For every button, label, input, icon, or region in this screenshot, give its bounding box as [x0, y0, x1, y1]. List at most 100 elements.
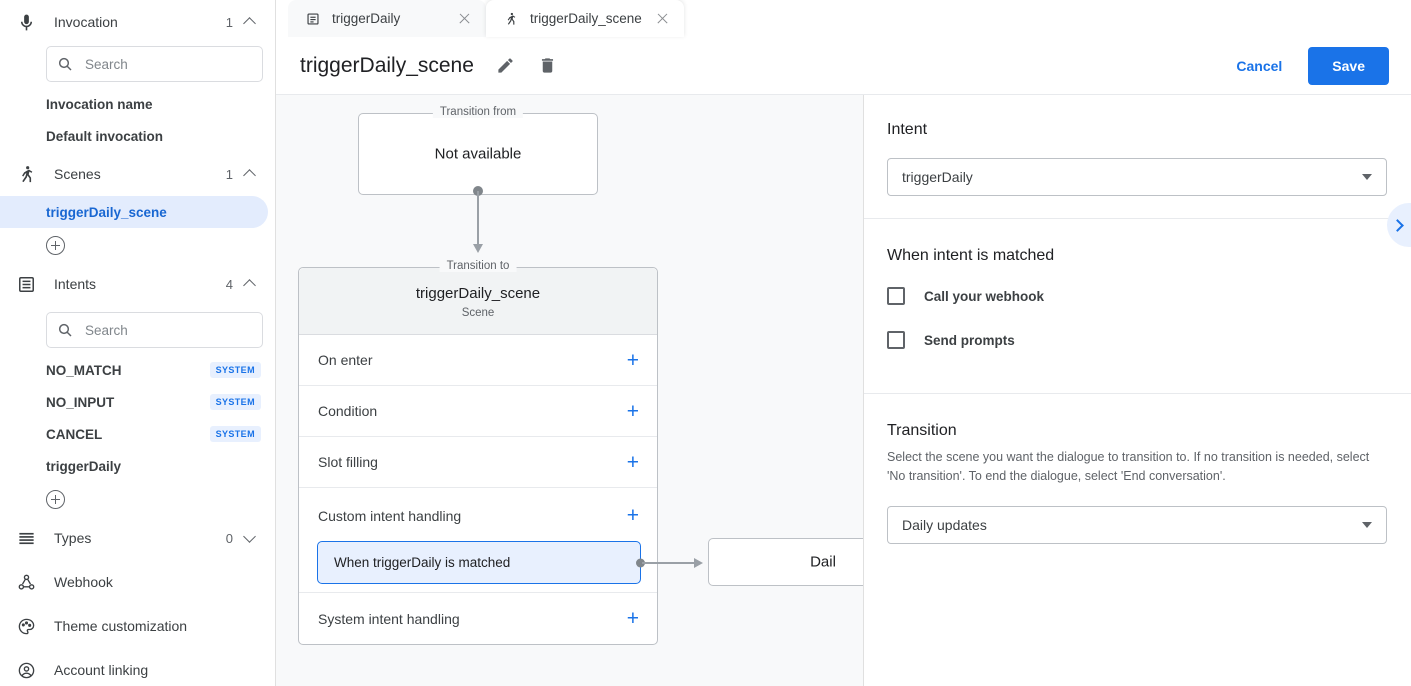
sidebar-section-label: Intents	[54, 276, 97, 292]
sidebar-item-label: NO_INPUT	[46, 394, 115, 410]
sidebar-item-triggerdaily[interactable]: triggerDaily	[0, 450, 275, 482]
trash-icon[interactable]	[538, 56, 558, 76]
scene-row-custom-intent-handling[interactable]: Custom intent handling +	[299, 490, 657, 541]
scene-node-title: triggerDaily_scene	[415, 285, 541, 302]
scene-row-system-intent-handling[interactable]: System intent handling +	[299, 593, 657, 644]
transition-section: Transition Select the scene you want the…	[864, 394, 1411, 566]
add-slot-filling-button[interactable]: +	[626, 450, 639, 474]
flow-arrow-right	[642, 558, 705, 568]
sidebar-item-webhook[interactable]: Webhook	[0, 560, 275, 604]
add-system-intent-button[interactable]: +	[626, 607, 639, 630]
sidebar-item-label: triggerDaily_scene	[46, 204, 167, 220]
left-sidebar: Invocation 1 Invocation name Default inv…	[0, 0, 276, 686]
sidebar-section-scenes[interactable]: Scenes 1	[0, 152, 275, 196]
checkbox-box[interactable]	[887, 331, 905, 349]
add-intent-button[interactable]	[0, 482, 275, 516]
sidebar-section-invocation[interactable]: Invocation 1	[0, 0, 275, 44]
search-icon	[57, 322, 74, 339]
sidebar-section-count: 0	[225, 530, 233, 546]
chevron-up-icon[interactable]	[243, 277, 257, 291]
sidebar-item-label: NO_MATCH	[46, 362, 122, 378]
when-intent-matched-section: When intent is matched Call your webhook…	[864, 219, 1411, 394]
custom-intent-handling-group: Custom intent handling + When triggerDai…	[299, 488, 657, 593]
chevron-down-icon	[1362, 174, 1372, 180]
arrow-head-icon	[694, 558, 703, 568]
checkbox-label: Send prompts	[924, 332, 1015, 348]
add-custom-intent-button[interactable]: +	[626, 504, 639, 527]
checkbox-send-prompts[interactable]: Send prompts	[887, 323, 1387, 357]
scene-node-header: triggerDaily_scene Scene	[299, 268, 657, 335]
sidebar-item-account-linking[interactable]: Account linking	[0, 648, 275, 686]
sidebar-section-types[interactable]: Types 0	[0, 516, 275, 560]
scene-canvas[interactable]: Transition from Not available Transition…	[276, 95, 863, 686]
body-split: Transition from Not available Transition…	[276, 95, 1411, 686]
microphone-icon	[14, 10, 38, 34]
scene-row-slot-filling[interactable]: Slot filling +	[299, 437, 657, 488]
chevron-down-icon	[1362, 522, 1372, 528]
add-scene-button[interactable]	[0, 228, 275, 262]
main-area: triggerDaily triggerDaily_scene triggerD…	[276, 0, 1411, 686]
sidebar-section-label: Types	[54, 530, 92, 546]
sidebar-item-triggerdaily-scene[interactable]: triggerDaily_scene	[0, 196, 268, 228]
invocation-search[interactable]	[46, 46, 263, 82]
sidebar-section-count: 4	[225, 276, 233, 292]
intent-section-title: Intent	[887, 121, 928, 138]
intent-select[interactable]: triggerDaily	[887, 158, 1387, 196]
arrow-head-icon	[473, 244, 483, 253]
when-intent-matched-title: When intent is matched	[887, 247, 1055, 264]
sidebar-item-label: Default invocation	[46, 128, 164, 144]
sidebar-item-cancel[interactable]: CANCEL SYSTEM	[0, 418, 275, 450]
connector-line	[477, 191, 479, 247]
transition-target-node[interactable]: Tr Dail	[708, 538, 863, 586]
transition-select[interactable]: Daily updates	[887, 506, 1387, 544]
page-title: triggerDaily_scene	[300, 53, 474, 77]
transition-from-node[interactable]: Transition from Not available	[358, 106, 598, 195]
checkbox-box[interactable]	[887, 287, 905, 305]
close-icon[interactable]	[655, 11, 670, 26]
chevron-down-icon[interactable]	[243, 531, 257, 545]
scene-row-label: System intent handling	[318, 610, 460, 627]
sidebar-item-theme-customization[interactable]: Theme customization	[0, 604, 275, 648]
close-icon[interactable]	[457, 11, 472, 26]
scene-row-label: On enter	[318, 352, 373, 368]
intent-handler-item[interactable]: When triggerDaily is matched	[317, 541, 645, 584]
transition-section-title: Transition	[887, 422, 957, 439]
sidebar-section-count: 1	[225, 166, 233, 182]
scene-row-condition[interactable]: Condition +	[299, 386, 657, 437]
chevron-up-icon[interactable]	[243, 167, 257, 181]
intent-section: Intent triggerDaily	[864, 95, 1411, 219]
add-condition-button[interactable]: +	[626, 399, 639, 423]
intent-icon	[304, 10, 321, 27]
sidebar-item-no-input[interactable]: NO_INPUT SYSTEM	[0, 386, 275, 418]
types-lines-icon	[14, 526, 38, 550]
sidebar-section-intents[interactable]: Intents 4	[0, 262, 275, 306]
intents-search[interactable]	[46, 312, 263, 348]
save-button[interactable]: Save	[1308, 46, 1389, 85]
intents-search-input[interactable]	[85, 322, 252, 338]
intent-select-value: triggerDaily	[902, 169, 973, 185]
scene-row-label: Custom intent handling	[318, 507, 462, 524]
sidebar-item-label: Webhook	[54, 574, 113, 590]
sidebar-item-no-match[interactable]: NO_MATCH SYSTEM	[0, 354, 275, 386]
page-header: triggerDaily_scene Cancel Save	[276, 37, 1411, 95]
sidebar-item-label: Account linking	[54, 662, 149, 678]
flow-arrow-down	[473, 186, 483, 255]
checkbox-call-your-webhook[interactable]: Call your webhook	[887, 279, 1387, 313]
chevron-up-icon[interactable]	[243, 15, 257, 29]
connector-dot	[636, 558, 645, 567]
palette-icon	[14, 614, 38, 638]
sidebar-item-label: Invocation name	[46, 96, 153, 112]
tab-triggerdaily[interactable]: triggerDaily	[288, 0, 486, 37]
sidebar-item-invocation-name[interactable]: Invocation name	[0, 88, 275, 120]
scene-node: Transition to triggerDaily_scene Scene O…	[298, 260, 658, 645]
scene-row-on-enter[interactable]: On enter +	[299, 335, 657, 386]
intent-handler-label: When triggerDaily is matched	[334, 555, 511, 570]
invocation-search-input[interactable]	[85, 56, 252, 72]
tab-label: triggerDaily	[332, 11, 401, 26]
cancel-button[interactable]: Cancel	[1224, 49, 1294, 83]
plus-circle-icon	[46, 489, 65, 509]
add-on-enter-button[interactable]: +	[626, 348, 639, 372]
pencil-icon[interactable]	[496, 56, 516, 76]
tab-triggerdaily-scene[interactable]: triggerDaily_scene	[486, 0, 684, 37]
sidebar-item-default-invocation[interactable]: Default invocation	[0, 120, 275, 152]
